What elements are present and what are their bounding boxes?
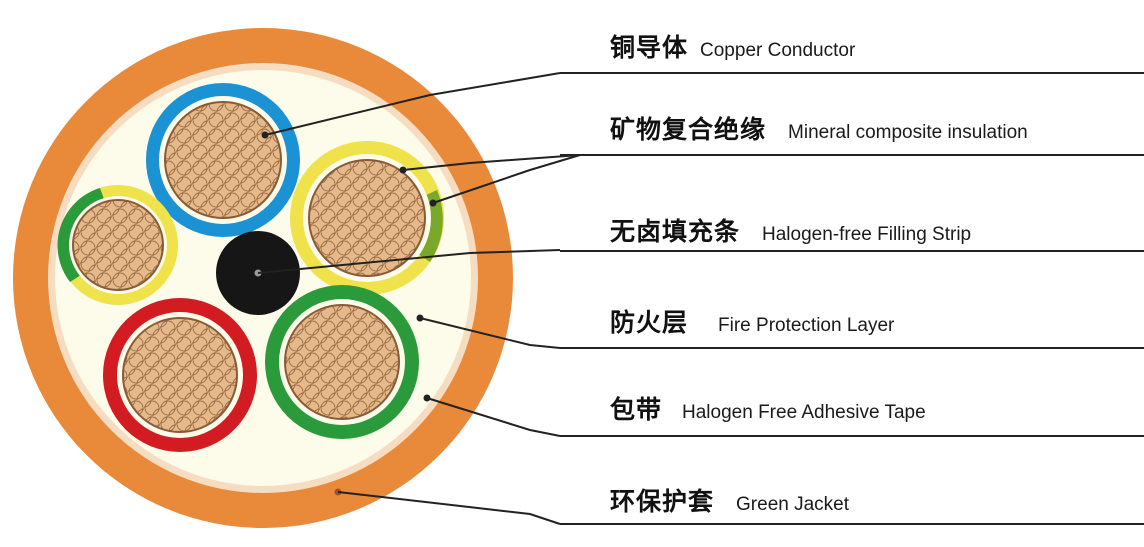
label-jacket: 环保护套 Green Jacket <box>610 482 849 518</box>
core-yellow-green-right <box>290 141 444 295</box>
copper-conductor-red-core <box>122 317 238 433</box>
rule-jacket <box>560 523 1144 525</box>
label-zh: 包带 <box>610 395 663 424</box>
copper-conductor-green-core <box>284 304 400 420</box>
copper-conductor-right-core <box>308 159 426 277</box>
core-green <box>265 285 419 439</box>
rule-adhesive-tape <box>560 435 1144 437</box>
core-blue <box>146 83 300 237</box>
label-zh: 矿物复合绝缘 <box>610 115 767 144</box>
rule-copper-conductor <box>560 72 1144 74</box>
label-mineral-insulation: 矿物复合绝缘 Mineral composite insulation <box>610 110 1028 146</box>
core-yellow-green-small <box>57 185 178 305</box>
copper-conductor-blue-core <box>164 101 282 219</box>
rule-filling-strip <box>560 250 1144 252</box>
label-copper-conductor: 铜导体 Copper Conductor <box>610 28 855 64</box>
label-filling-strip: 无卤填充条 Halogen-free Filling Strip <box>610 212 971 248</box>
label-zh: 环保护套 <box>610 487 715 516</box>
rule-fire-layer <box>560 347 1144 349</box>
label-en: Halogen-free Filling Strip <box>762 224 972 245</box>
label-adhesive-tape: 包带 Halogen Free Adhesive Tape <box>610 390 926 426</box>
label-zh: 铜导体 <box>610 33 689 62</box>
label-en: Green Jacket <box>736 494 850 515</box>
core-red <box>103 298 257 452</box>
label-en: Halogen Free Adhesive Tape <box>682 402 926 423</box>
leader-lines <box>257 72 581 525</box>
copper-conductor-small-core <box>72 199 164 291</box>
label-zh: 无卤填充条 <box>610 217 741 246</box>
rule-mineral-insulation <box>560 154 1144 156</box>
label-en: Mineral composite insulation <box>788 122 1028 143</box>
label-fire-layer: 防火层 Fire Protection Layer <box>610 303 894 339</box>
label-en: Fire Protection Layer <box>718 315 895 336</box>
label-en: Copper Conductor <box>700 40 856 61</box>
label-zh: 防火层 <box>610 308 689 337</box>
